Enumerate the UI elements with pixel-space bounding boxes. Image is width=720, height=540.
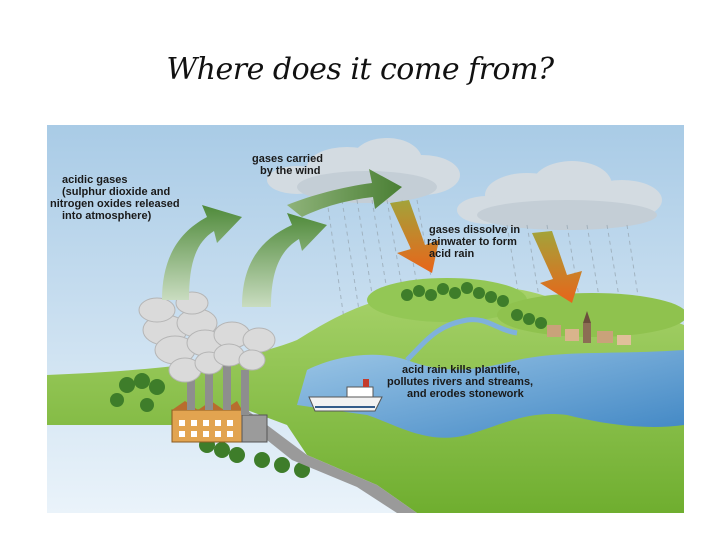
river-water <box>297 350 684 438</box>
gas-carried-arrow <box>287 169 402 217</box>
gas-rising-arrow-right <box>242 213 327 307</box>
acid-rain-arrow-right <box>532 231 582 303</box>
label-gases-carried: gases carried by the wind <box>252 153 326 177</box>
slide-title: Where does it come from? <box>166 52 554 87</box>
label-gases-dissolve: gases dissolve in rainwater to form acid… <box>427 224 523 260</box>
label-acid-rain-kills: acid rain kills plantlife, pollutes rive… <box>387 364 536 400</box>
label-acidic-gases: acidic gases (sulphur dioxide and nitrog… <box>50 174 183 222</box>
cloud-right <box>457 161 662 230</box>
cargo-ship <box>308 379 383 412</box>
factory <box>171 360 268 443</box>
forest-trees <box>110 282 547 478</box>
acid-rain-diagram: acidic gases (sulphur dioxide and nitrog… <box>47 125 684 513</box>
acid-rain-arrow-center <box>390 200 439 273</box>
tributary-stream <box>405 317 518 362</box>
gas-rising-arrow-left <box>162 205 242 300</box>
acid-rain-illustration: acidic gases (sulphur dioxide and nitrog… <box>47 125 684 513</box>
village-buildings <box>547 311 631 345</box>
road <box>187 410 417 513</box>
